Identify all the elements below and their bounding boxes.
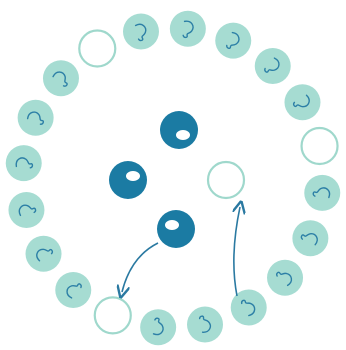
- ring-ear-token: [123, 13, 159, 49]
- ring-ear-token: [140, 309, 176, 345]
- ring-ear-token: [18, 100, 54, 136]
- ring-ear-token: [292, 220, 328, 256]
- center-ball: [109, 161, 147, 199]
- ring-empty-slot: [95, 297, 131, 333]
- ring-ear-token: [284, 84, 320, 120]
- arrow-ring-to-center-slot: [234, 207, 240, 296]
- ring-ear-token: [255, 48, 291, 84]
- outer-ring: [6, 11, 341, 346]
- ring-empty-slot: [79, 31, 115, 67]
- ring-ear-token: [26, 236, 62, 272]
- ring-ear-token: [43, 60, 79, 96]
- ring-ear-token: [6, 145, 42, 181]
- ring-ear-token: [8, 192, 44, 228]
- ring-ear-token: [187, 307, 223, 343]
- ring-ear-token: [304, 175, 340, 211]
- center-cluster: [109, 111, 244, 248]
- ring-empty-slot: [302, 128, 338, 164]
- center-ball: [157, 210, 195, 248]
- ring-ear-token: [55, 272, 91, 308]
- center-ball: [160, 111, 198, 149]
- ring-ear-token: [170, 11, 206, 47]
- arrow-ball-to-ring-slot: [122, 243, 158, 292]
- ring-ear-token: [215, 23, 251, 59]
- ring-ear-token: [267, 260, 303, 296]
- center-empty-slot: [208, 162, 244, 198]
